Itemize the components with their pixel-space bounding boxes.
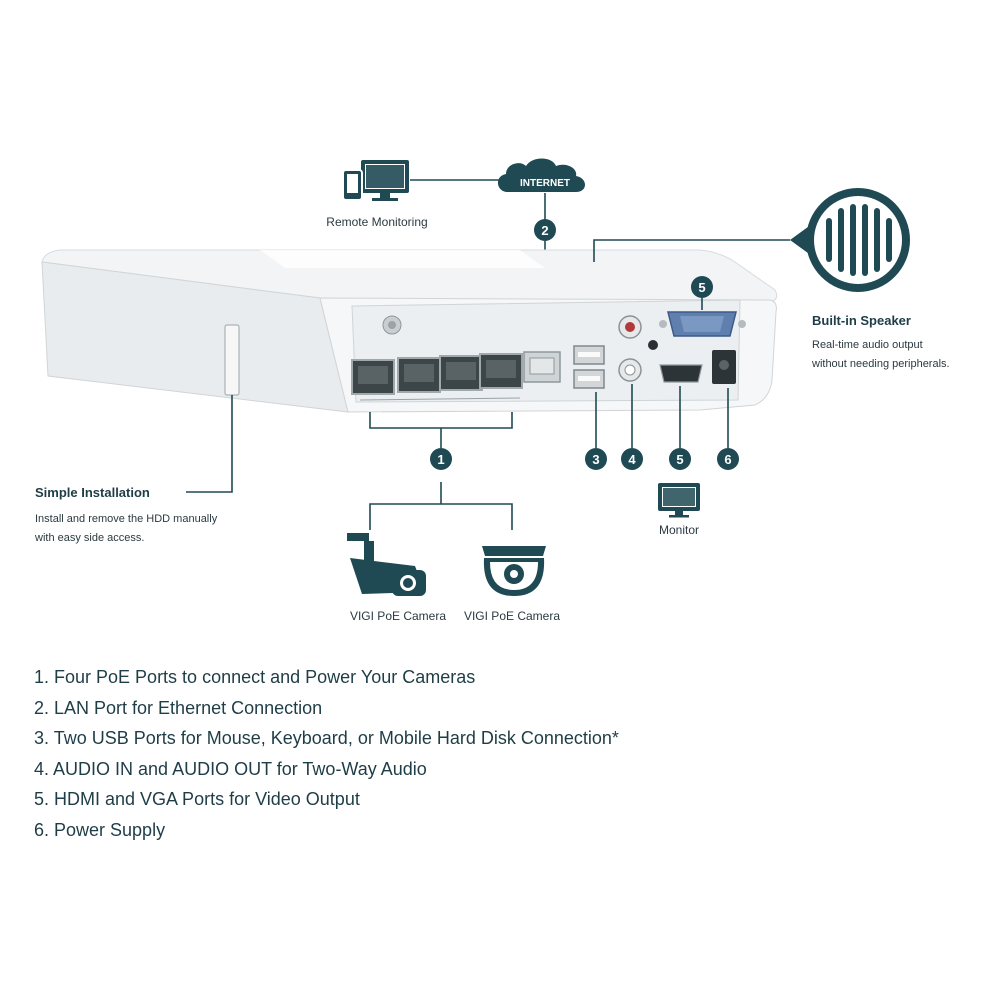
badge-3 [585, 448, 607, 470]
feature-item: 5. HDMI and VGA Ports for Video Output [34, 789, 360, 809]
speaker-title: Built-in Speaker [812, 313, 911, 328]
usb-ports [573, 345, 605, 389]
bullet-camera-label: VIGI PoE Camera [350, 609, 446, 623]
hdmi-port [659, 364, 703, 383]
badge-5-hdmi [669, 448, 691, 470]
svg-text:5: 5 [698, 280, 705, 295]
internet-cloud-icon [497, 158, 585, 192]
vga-port [659, 311, 746, 337]
monitor-label: Monitor [659, 523, 699, 537]
svg-text:3: 3 [592, 452, 599, 467]
hdd-side-slot [224, 324, 240, 396]
badge-2 [534, 219, 556, 241]
dome-camera-label: VIGI PoE Camera [464, 609, 560, 623]
svg-text:4: 4 [628, 452, 636, 467]
svg-text:1: 1 [437, 452, 444, 467]
speaker-desc-2: without needing peripherals. [811, 358, 950, 370]
lan-port [523, 351, 561, 383]
svg-text:5: 5 [676, 452, 683, 467]
feature-item: 6. Power Supply [34, 819, 166, 840]
speaker-icon [790, 188, 910, 292]
power-port [712, 350, 736, 384]
dome-camera-icon [482, 546, 546, 596]
badge-5-vga [691, 276, 713, 298]
svg-text:2: 2 [541, 223, 548, 238]
install-title: Simple Installation [35, 485, 150, 500]
badge-4 [621, 448, 643, 470]
feature-item: 1. Four PoE Ports to connect and Power Y… [34, 667, 476, 687]
bullet-camera-icon [347, 533, 426, 596]
internet-label: INTERNET [520, 178, 570, 189]
feature-item: 2. LAN Port for Ethernet Connection [34, 697, 323, 718]
install-desc-2: with easy side access. [34, 532, 144, 544]
nvr-device [41, 249, 778, 413]
feature-item: 4. AUDIO IN and AUDIO OUT for Two-Way Au… [34, 758, 427, 779]
install-desc-1: Install and remove the HDD manually [35, 513, 218, 525]
poe-ports [351, 353, 523, 401]
feature-list: 1. Four PoE Ports to connect and Power Y… [34, 662, 974, 845]
speaker-desc-1: Real-time audio output [812, 339, 923, 351]
audio-ports [618, 315, 658, 382]
remote-monitoring-label: Remote Monitoring [326, 215, 427, 229]
badge-1 [430, 448, 452, 470]
svg-text:6: 6 [724, 452, 731, 467]
feature-item: 3. Two USB Ports for Mouse, Keyboard, or… [34, 728, 619, 748]
badge-6 [717, 448, 739, 470]
monitor-icon [658, 483, 700, 518]
remote-monitoring-icon [342, 160, 409, 201]
nvr-port-diagram: Remote Monitoring INTERNET 2 [34, 158, 950, 623]
